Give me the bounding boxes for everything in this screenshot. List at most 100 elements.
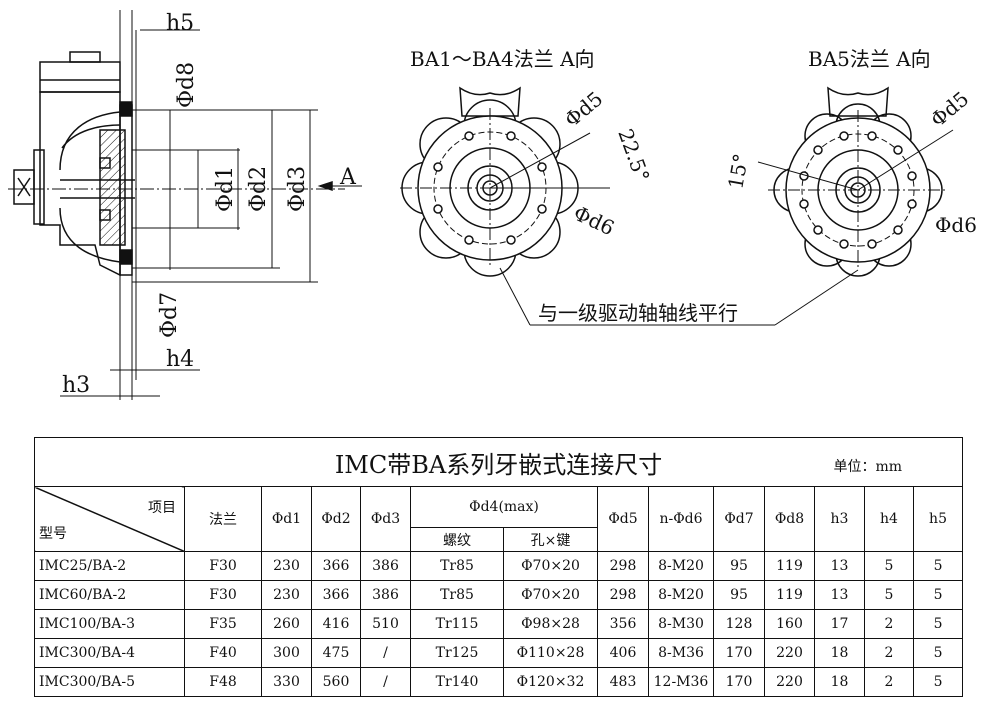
cell: 300 <box>261 638 312 668</box>
note-leaders <box>499 267 859 326</box>
label-d7: Φd7 <box>157 292 182 338</box>
table-row: IMC300/BA-4 F40 300 475 / Tr125 Φ110×28 … <box>34 638 964 668</box>
label-d8: Φd8 <box>174 62 199 108</box>
note-parallel-axis: 与一级驱动轴轴线平行 <box>538 301 738 325</box>
cell: 12-M36 <box>648 667 714 697</box>
cell-model: IMC60/BA-2 <box>34 580 185 610</box>
cell: / <box>360 667 411 697</box>
cell: 298 <box>597 551 649 581</box>
table-row: IMC300/BA-5 F48 330 560 / Tr140 Φ120×32 … <box>34 667 964 697</box>
cell: F35 <box>184 609 262 639</box>
technical-drawing: h5 Φd8 Φd1 Φd2 Φd3 A Φd7 h4 h3 <box>8 10 977 400</box>
cell: Φ120×32 <box>503 667 598 697</box>
spec-table: IMC带BA系列牙嵌式连接尺寸 单位：mm 项目 型号 法兰 Φd1 Φd2 Φ… <box>33 437 964 697</box>
cell: Φ70×20 <box>503 551 598 581</box>
cell: 170 <box>713 667 765 697</box>
cell: Tr115 <box>410 609 504 639</box>
flange-view-ba5 <box>757 86 954 277</box>
cell: 2 <box>864 638 914 668</box>
label-h3: h3 <box>62 373 90 398</box>
cell: 5 <box>912 638 964 668</box>
header-d6: n-Φd6 <box>648 486 714 552</box>
cell: 13 <box>814 551 865 581</box>
cell: 475 <box>311 638 361 668</box>
label-d6-view1: Φd6 <box>570 201 618 240</box>
view1-title: BA1～BA4法兰 A向 <box>410 47 595 71</box>
cell: 366 <box>311 551 361 581</box>
label-h5: h5 <box>166 11 194 36</box>
corner-header: 项目 型号 <box>34 486 185 552</box>
label-angle-22-5: 22.5° <box>613 126 654 185</box>
cell-model: IMC300/BA-4 <box>34 638 185 668</box>
cell: / <box>360 638 411 668</box>
cell: 5 <box>912 667 964 697</box>
cell: 510 <box>360 609 411 639</box>
cell: Tr85 <box>410 551 504 581</box>
cell: F40 <box>184 638 262 668</box>
cell: Φ98×28 <box>503 609 598 639</box>
cell: 5 <box>912 580 964 610</box>
table-title-cell: IMC带BA系列牙嵌式连接尺寸 单位：mm <box>33 437 964 487</box>
cell: 230 <box>261 580 312 610</box>
cell: 128 <box>713 609 765 639</box>
label-d1: Φd1 <box>213 166 238 212</box>
cell: Tr85 <box>410 580 504 610</box>
table-row: IMC60/BA-2 F30 230 366 386 Tr85 Φ70×20 2… <box>34 580 964 610</box>
cell: 406 <box>597 638 649 668</box>
label-arrow-a: A <box>339 165 357 190</box>
header-h5: h5 <box>912 486 964 552</box>
cell: 220 <box>764 667 815 697</box>
cell: 119 <box>764 551 815 581</box>
header-d1: Φd1 <box>261 486 312 552</box>
header-h3: h3 <box>814 486 865 552</box>
header-flange: 法兰 <box>184 486 262 552</box>
cell: 2 <box>864 667 914 697</box>
cell: F30 <box>184 551 262 581</box>
cell: 560 <box>311 667 361 697</box>
cell: Tr140 <box>410 667 504 697</box>
corner-item-label: 项目 <box>148 500 176 516</box>
cell: 386 <box>360 580 411 610</box>
bolt-holes <box>799 131 917 249</box>
cell: 356 <box>597 609 649 639</box>
label-h4: h4 <box>166 347 194 372</box>
label-d3: Φd3 <box>285 166 310 212</box>
cell: 8-M20 <box>648 580 714 610</box>
flange-view-ba1-4 <box>400 86 610 277</box>
header-d3: Φd3 <box>360 486 411 552</box>
cell: 298 <box>597 580 649 610</box>
header-h4: h4 <box>864 486 914 552</box>
cell: 483 <box>597 667 649 697</box>
header-d7: Φd7 <box>713 486 765 552</box>
cell: 17 <box>814 609 865 639</box>
cell: F30 <box>184 580 262 610</box>
cell: 13 <box>814 580 865 610</box>
bolt-holes <box>433 131 547 245</box>
cell: 160 <box>764 609 815 639</box>
cell: 260 <box>261 609 312 639</box>
cell: 5 <box>864 551 914 581</box>
cell: 8-M30 <box>648 609 714 639</box>
header-d5: Φd5 <box>597 486 649 552</box>
cell: 366 <box>311 580 361 610</box>
cell: Φ70×20 <box>503 580 598 610</box>
table-unit: 单位：mm <box>833 459 903 475</box>
table-row: IMC100/BA-3 F35 260 416 510 Tr115 Φ98×28… <box>34 609 964 639</box>
header-d4-thread: 螺纹 <box>410 527 504 552</box>
cell: Tr125 <box>410 638 504 668</box>
cell: 170 <box>713 638 765 668</box>
label-d2: Φd2 <box>246 166 271 212</box>
header-d2: Φd2 <box>311 486 361 552</box>
cell: 8-M36 <box>648 638 714 668</box>
cell: 230 <box>261 551 312 581</box>
cell: 95 <box>713 551 765 581</box>
label-angle-15: 15° <box>723 152 753 191</box>
cell-model: IMC300/BA-5 <box>34 667 185 697</box>
side-view-labels: h5 Φd8 Φd1 Φd2 Φd3 A Φd7 h4 h3 <box>62 11 357 398</box>
cell: 416 <box>311 609 361 639</box>
table-title: IMC带BA系列牙嵌式连接尺寸 <box>334 450 663 479</box>
cell: 5 <box>864 580 914 610</box>
cell: 119 <box>764 580 815 610</box>
label-d5-view1: Φd5 <box>560 86 608 131</box>
view2-title: BA5法兰 A向 <box>808 47 931 71</box>
